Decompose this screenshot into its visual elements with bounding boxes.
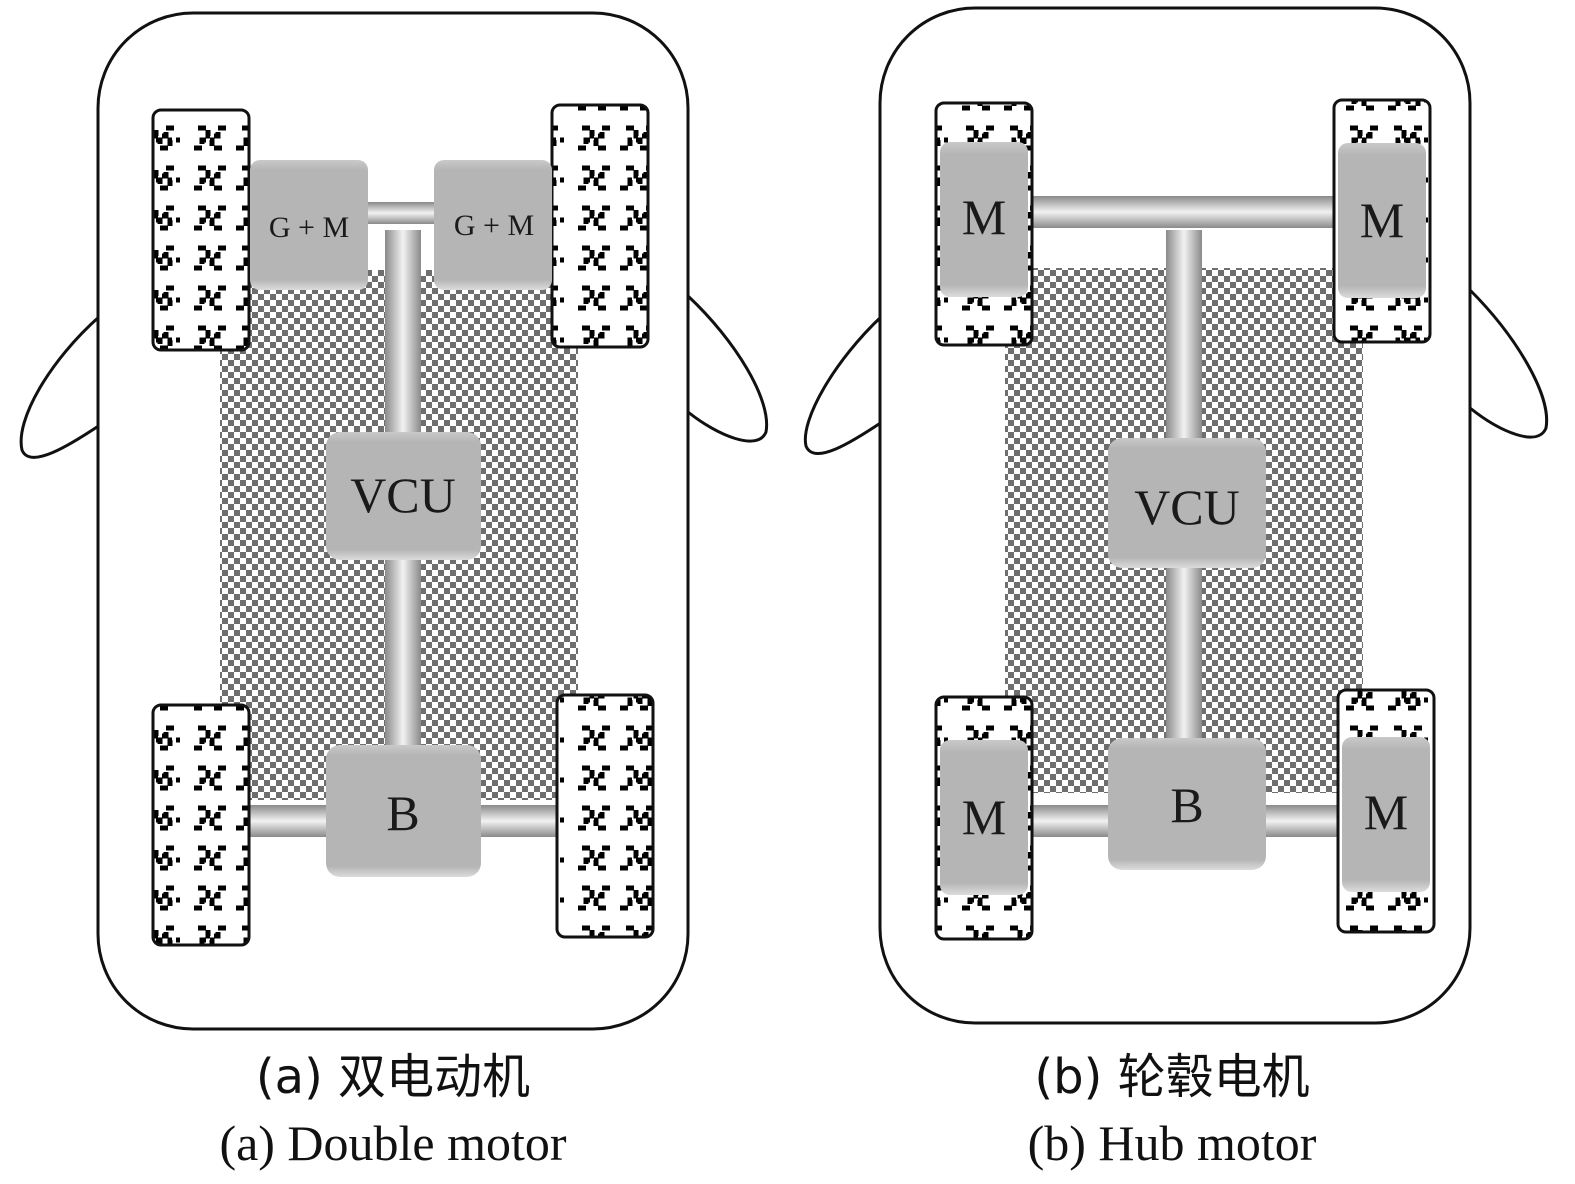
hub-motor-rear-right — [1342, 737, 1430, 892]
battery-box — [1108, 738, 1266, 870]
front-right-motor-label: G + M — [454, 209, 534, 242]
vcu-box — [1108, 438, 1266, 568]
hub-motor-front-left-label: M — [962, 189, 1006, 245]
hub-motor-rear-right-label: M — [1364, 784, 1408, 840]
tire-front-left — [151, 108, 251, 352]
hub-motor-rear-left — [940, 740, 1028, 895]
tire-front-right — [550, 103, 650, 349]
vcu-label: VCU — [1134, 479, 1240, 535]
caption-a-cn: (a) 双电动机 — [256, 1049, 530, 1105]
battery-box — [326, 745, 481, 877]
front-left-motor-label: G + M — [269, 211, 349, 244]
front-axle-shaft — [360, 202, 440, 224]
front-axle-shaft — [1030, 196, 1340, 228]
mirror-left-icon — [19, 314, 101, 459]
vcu-label: VCU — [350, 467, 456, 523]
hub-motor-front-right — [1338, 143, 1426, 298]
hub-motor-front-left — [940, 142, 1028, 297]
tire-rear-right — [555, 693, 655, 939]
battery-label: B — [1170, 777, 1203, 833]
hub-motor-front-right-label: M — [1360, 192, 1404, 248]
mirror-left-icon — [803, 314, 884, 456]
vcu-box — [326, 432, 481, 560]
mirror-right-icon — [686, 294, 769, 443]
mirror-right-icon — [1468, 288, 1549, 439]
caption-b-cn: (b) 轮毂电机 — [1034, 1049, 1309, 1105]
diagram-a-double-motor: G + M G + M VCU B (a) 双电动机 (a) Double mo… — [19, 11, 769, 1171]
battery-label: B — [386, 785, 419, 841]
front-right-motor-box — [434, 160, 552, 290]
front-left-motor-box — [250, 160, 368, 290]
tire-rear-left — [151, 703, 251, 947]
diagram-b-hub-motor: M M M M VCU B (b) 轮毂电机 (b) Hub motor — [803, 6, 1549, 1171]
hub-motor-rear-left-label: M — [962, 789, 1006, 845]
caption-b-en: (b) Hub motor — [1028, 1115, 1317, 1171]
caption-a-en: (a) Double motor — [219, 1115, 566, 1171]
